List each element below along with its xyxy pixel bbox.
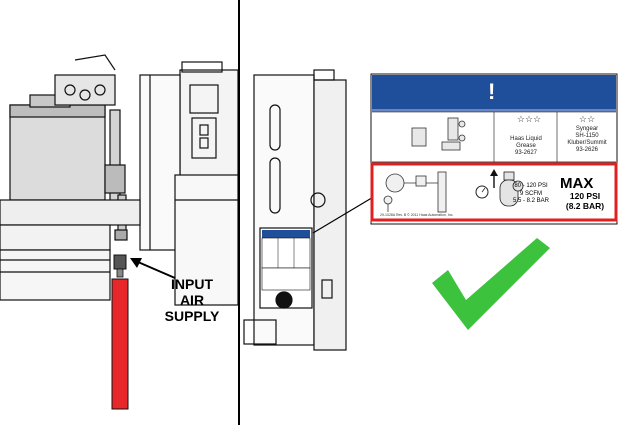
grease-name: Haas Liquid <box>510 136 542 142</box>
callout-line-2: AIR SUPPLY <box>164 292 220 324</box>
machine-small-label <box>261 230 311 291</box>
air-requirement-highlight <box>370 162 618 222</box>
grease-stars: ☆☆☆ <box>516 114 542 124</box>
max-values: 120 PSI (8.2 BAR) <box>556 191 614 211</box>
right-machine-illustration <box>243 69 347 351</box>
oil-stars: ☆☆ <box>578 114 596 124</box>
spec-psi-range: 80 - 120 PSI <box>514 183 548 189</box>
callout-arrow <box>130 258 176 279</box>
oil-spec: Syngear SH-1150 Kluber/Summit 93-2626 <box>558 126 616 154</box>
input-air-supply-label: INPUT AIR SUPPLY <box>152 276 232 324</box>
lubrication-label-card <box>370 73 618 225</box>
checkmark-icon <box>432 238 550 330</box>
lube-pump-icon <box>411 117 466 151</box>
grease-part-number: 93-2627 <box>514 150 538 156</box>
max-title: MAX <box>560 175 594 192</box>
label-footnote: 29-1028A Rev. B © 2011 Haas Automation, … <box>380 213 454 217</box>
label-header-bar <box>372 75 616 109</box>
spec-scfm: 9 SCFM <box>519 190 542 197</box>
left-machine-illustration <box>0 54 239 306</box>
oil-name: Syngear <box>575 126 599 132</box>
callout-line-1: INPUT <box>171 276 213 292</box>
spec-bar-range: 5.5 - 8.2 BAR <box>512 198 550 204</box>
max-bar: (8.2 BAR) <box>565 201 605 211</box>
zoom-leader-line <box>312 195 376 234</box>
air-hose-fitting <box>113 254 127 278</box>
oil-name-3: Kluber/Summit <box>567 140 607 146</box>
warning-exclamation: ! <box>488 79 496 104</box>
oil-name-2: SH-1150 <box>575 133 599 139</box>
regulator-sketch-icon <box>383 171 447 213</box>
air-compressor-icon <box>499 171 524 207</box>
oil-part-number: 93-2626 <box>575 147 599 153</box>
red-air-hose <box>111 278 129 410</box>
grease-name-2: Grease <box>516 143 536 149</box>
air-spec-text: 80 - 120 PSI 9 SCFM 5.5 - 8.2 BAR <box>505 183 557 206</box>
max-psi: 120 PSI <box>569 191 601 201</box>
grease-spec: Haas Liquid Grease 93-2627 <box>496 136 556 157</box>
